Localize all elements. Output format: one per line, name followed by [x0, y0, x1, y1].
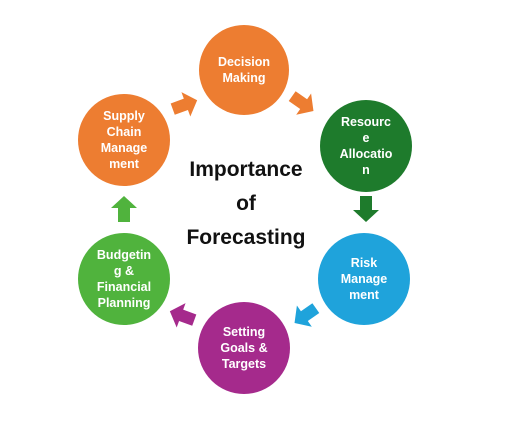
node-label-line: Goals &	[220, 341, 267, 355]
node-label-line: Chain	[107, 125, 142, 139]
center-title-line: Forecasting	[186, 226, 305, 249]
node-label-line: Planning	[98, 296, 151, 310]
arrow-goals-to-budgeting	[169, 303, 197, 328]
node-label-line: Budgetin	[97, 248, 151, 262]
node-label-line: Supply	[103, 109, 145, 123]
node-circle-risk-management	[318, 233, 410, 325]
node-label-line: Setting	[223, 325, 265, 339]
node-label-line: n	[362, 163, 370, 177]
node-label-line: Targets	[222, 357, 266, 371]
node-label-line: g &	[114, 264, 134, 278]
node-circle-budgeting-financial-planning	[78, 233, 170, 325]
node-circle-resource-allocation	[320, 100, 412, 192]
node-label-line: Resourc	[341, 115, 391, 129]
arrow-supply-to-decision	[170, 92, 198, 117]
arrow-decision-to-resource	[288, 91, 314, 115]
arrow-risk-to-goals	[294, 303, 320, 327]
node-label-line: Risk	[351, 256, 377, 270]
node-label-line: ment	[109, 157, 140, 171]
node-circle-decision-making	[199, 25, 289, 115]
arrows-layer	[111, 91, 379, 328]
node-label-line: Allocatio	[340, 147, 393, 161]
center-title-line: Importance	[189, 158, 302, 181]
node-label-line: e	[363, 131, 370, 145]
node-label-line: Financial	[97, 280, 151, 294]
node-circle-setting-goals-targets	[198, 302, 290, 394]
arrow-budgeting-to-supply	[111, 196, 137, 222]
node-circle-supply-chain-management	[78, 94, 170, 186]
node-label-line: Making	[222, 71, 265, 85]
node-label-line: ment	[349, 288, 380, 302]
center-title-line: of	[236, 192, 257, 215]
node-label-line: Manage	[101, 141, 148, 155]
node-label-line: Decision	[218, 55, 270, 69]
arrow-resource-to-risk	[353, 196, 379, 222]
node-label-line: Manage	[341, 272, 388, 286]
